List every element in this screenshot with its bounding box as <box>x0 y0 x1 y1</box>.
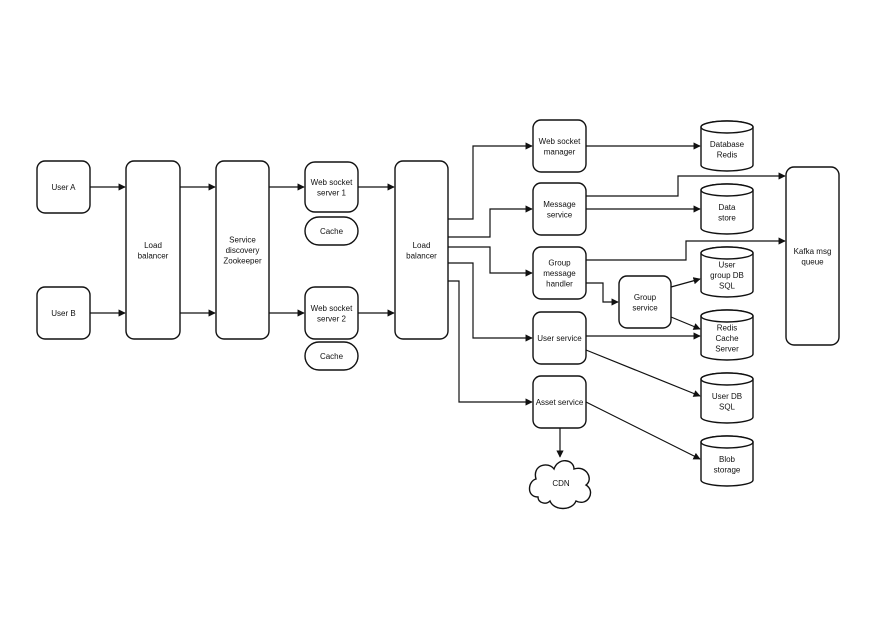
cache-1-label: Cache <box>320 227 344 236</box>
user-service: User service <box>532 311 587 365</box>
lb2-to-user-service-arrow <box>448 262 533 342</box>
group-service-to-redis-cache-arrow <box>670 316 701 330</box>
edges <box>90 142 786 460</box>
message-service-to-kafka-arrow <box>586 172 786 197</box>
lb2-to-ws-manager-arrow <box>448 142 533 220</box>
user-service-label: User service <box>537 334 582 343</box>
lb2-to-group-handler-arrow <box>448 246 533 277</box>
user-b-node-label: User B <box>51 309 75 318</box>
asset-service: Asset service <box>532 375 587 429</box>
cdn-cloud: CDN <box>528 460 592 510</box>
cdn-cloud-label: CDN <box>552 479 570 488</box>
group-handler-to-kafka-arrow <box>586 237 786 261</box>
user-service-to-user-db-arrow <box>585 349 701 397</box>
asset-service-to-blob-arrow <box>585 401 701 460</box>
group-handler-to-group-service-arrow <box>586 282 619 306</box>
cache-1: Cache <box>304 216 359 246</box>
user-b-node: User B <box>36 286 91 340</box>
cache-2-label: Cache <box>320 352 344 361</box>
user-a-node: User A <box>36 160 91 214</box>
lb2-to-message-service-arrow <box>448 205 533 238</box>
asset-service-label: Asset service <box>536 398 584 407</box>
lb2-to-asset-service-arrow <box>448 280 533 406</box>
user-a-node-label: User A <box>51 183 76 192</box>
cache-2: Cache <box>304 341 359 371</box>
group-service-to-user-group-db-arrow <box>670 277 701 288</box>
